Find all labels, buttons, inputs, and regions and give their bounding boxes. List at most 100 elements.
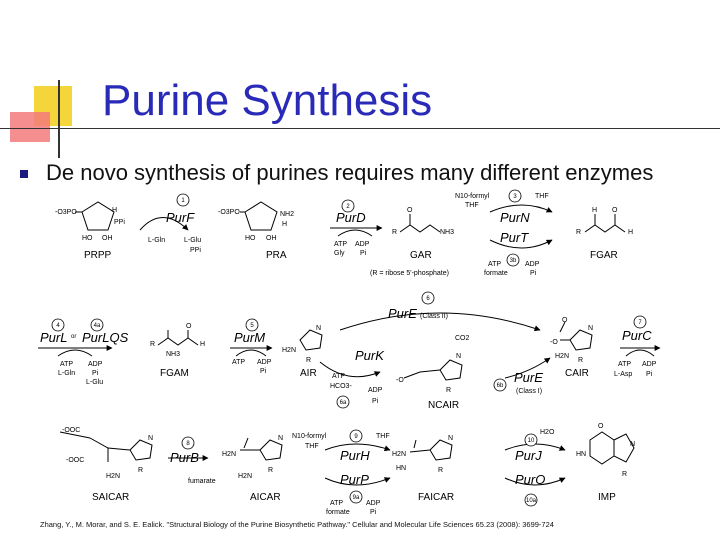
reagent-purl-out3: L-Glu <box>86 379 103 386</box>
reagent-purk-in1: ATP <box>332 373 345 380</box>
atom-saicar-h2n: H2N <box>106 473 120 480</box>
atom-imp-r: R <box>622 471 627 478</box>
atom-fgar-h2: H <box>628 229 633 236</box>
step-circle-7 <box>633 315 647 329</box>
atom-gar-nh3: NH3 <box>440 229 454 236</box>
compound-aicar: AICAR <box>250 492 281 503</box>
reagent-purd-out1: ADP <box>355 241 370 248</box>
atom-imp-hn: HN <box>576 451 586 458</box>
enzyme-purh: PurH <box>340 448 370 463</box>
reagent-purf-out: L-Glu <box>184 237 201 244</box>
pra-ring <box>244 201 278 231</box>
reagent-co2: CO2 <box>455 335 470 342</box>
reagent-purt-in2: formate <box>484 270 508 277</box>
atom-air-h2n: H2N <box>282 347 296 354</box>
atom-air-r: R <box>306 357 311 364</box>
enzyme-puro: PurO <box>515 472 545 487</box>
atom-saicar-r: R <box>138 467 143 474</box>
atom-aicar-h2n2: H2N <box>238 473 252 480</box>
step-label-5: 5 <box>250 323 254 329</box>
enzyme-purl: PurL <box>40 330 67 345</box>
step-label-3b: 3b <box>510 258 517 264</box>
step-circle-3 <box>508 189 522 203</box>
purn-arrow <box>489 204 553 213</box>
step-label-9: 9 <box>354 434 358 440</box>
atom-cair-h2n: H2N <box>555 353 569 360</box>
atom-cair-o: O <box>562 317 568 324</box>
step-label-6b: 6b <box>497 383 504 389</box>
bullet-marker <box>20 170 28 178</box>
reagent-purn-out: THF <box>535 193 549 200</box>
atom-ncair-r: R <box>446 387 451 394</box>
step-circle-6 <box>421 291 435 305</box>
atom-ncair-o: -O <box>396 377 404 384</box>
reagent-purd-in1: ATP <box>334 241 347 248</box>
pure-class1-arrow <box>504 357 551 379</box>
reagent-purp-in2: formate <box>326 509 350 516</box>
accent-horizontal-line <box>0 128 720 129</box>
compound-faicar: FAICAR <box>418 492 454 503</box>
atom-fgar-h: H <box>592 207 597 214</box>
atom-faicar-hn: HN <box>396 465 406 472</box>
accent-square-pink <box>10 112 50 142</box>
compound-saicar: SAICAR <box>92 492 129 503</box>
step-label-8: 8 <box>186 441 190 447</box>
reagent-purh-in: N10-formyl <box>292 433 327 440</box>
compound-fgam: FGAM <box>160 368 189 379</box>
reagent-purl-in2: L-Gln <box>58 370 75 377</box>
reagent-purk-out2: Pi <box>372 398 379 405</box>
compound-air: AIR <box>300 368 317 379</box>
enzyme-purf: PurF <box>166 210 195 225</box>
atom-prpp-ho: HO <box>82 235 93 242</box>
reagent-purc-in1: ATP <box>618 361 631 368</box>
step-circle-10 <box>524 433 538 447</box>
step-circle-9a <box>349 490 363 504</box>
step-circle-1 <box>176 193 190 207</box>
atom-cair-r: R <box>578 357 583 364</box>
reagent-purp-out1: ADP <box>366 500 381 507</box>
atom-faicar-r: R <box>438 467 443 474</box>
atom-prpp-opo3: -O3PO <box>55 209 77 216</box>
enzyme-purlqs: PurLQS <box>82 330 129 345</box>
bullet-text: De novo synthesis of purines requires ma… <box>46 160 654 185</box>
step-label-10: 10 <box>528 438 535 444</box>
reagent-purc-out1: ADP <box>642 361 657 368</box>
atom-cair-n: N <box>588 325 593 332</box>
puro-arrow <box>504 477 566 486</box>
saicar-ring <box>129 439 153 461</box>
reagent-purl-out1: ADP <box>88 361 103 368</box>
step-circle-10a <box>524 493 538 507</box>
enzyme-purd: PurD <box>336 210 366 225</box>
purk-arrow <box>319 361 381 378</box>
purp-arrow <box>324 477 391 486</box>
reagent-purm-in: ATP <box>232 359 245 366</box>
reagent-purt-out2: Pi <box>530 270 537 277</box>
purh-arrow <box>324 443 391 452</box>
atom-fgam-r: R <box>150 341 155 348</box>
step-circle-4a <box>90 318 104 332</box>
step-circle-2 <box>341 199 355 213</box>
step-circle-8 <box>181 436 195 450</box>
atom-imp-o: O <box>598 423 604 430</box>
atom-prpp-h: H <box>112 207 117 214</box>
atom-saicar-ooc: -OOC <box>62 427 80 434</box>
atom-air-n: N <box>316 325 321 332</box>
reagent-purf-out2: PPi <box>190 247 201 254</box>
atom-pra-h: H <box>282 221 287 228</box>
atom-pra-nh2: NH2 <box>280 211 294 218</box>
reagent-purc-in2: L-Asp <box>614 371 632 378</box>
compound-cair: CAIR <box>565 368 589 379</box>
accent-vertical-line <box>58 80 60 158</box>
compound-gar: GAR <box>410 250 432 261</box>
step-label-7: 7 <box>638 320 642 326</box>
step-circle-6a <box>336 395 350 409</box>
enzyme-purp: PurP <box>340 472 369 487</box>
atom-saicar-ooc2: -OOC <box>66 457 84 464</box>
step-label-2: 2 <box>346 204 350 210</box>
step-label-4: 4 <box>56 323 60 329</box>
step-label-4a: 4a <box>94 323 101 329</box>
enzyme-pure-class2: PurE <box>388 306 417 321</box>
reagent-purp-in1: ATP <box>330 500 343 507</box>
purf-arrow <box>139 217 189 231</box>
